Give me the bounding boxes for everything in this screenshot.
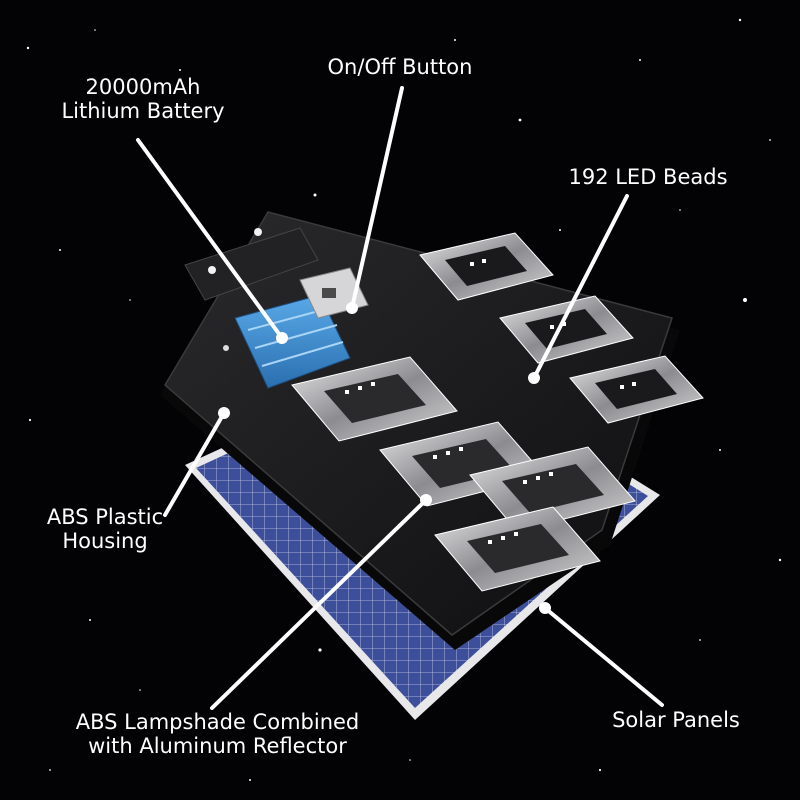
solar-label: Solar Panels: [612, 708, 740, 732]
button-label: On/Off Button: [327, 55, 473, 79]
leader-endpoints: [218, 302, 551, 614]
leader-lines: [136, 86, 664, 710]
leader-housing: [163, 411, 226, 517]
leader-lampshade: [210, 498, 428, 710]
lampshade-label-line1: ABS Lampshade Combined: [75, 710, 360, 734]
lampshade-label-line2: with Aluminum Reflector: [88, 734, 347, 758]
led-reflector-grid: [291, 232, 704, 592]
battery-label-line2: Lithium Battery: [61, 99, 225, 123]
housing-callout: ABS Plastic Housing: [20, 505, 190, 553]
leader-button: [350, 86, 404, 310]
battery-callout: 20000mAh Lithium Battery: [48, 75, 238, 123]
led-label: 192 LED Beads: [568, 165, 728, 189]
leader-led: [532, 194, 629, 380]
led-callout: 192 LED Beads: [548, 165, 748, 189]
housing-label-line1: ABS Plastic: [46, 505, 164, 529]
leader-battery: [136, 138, 284, 340]
solar-callout: Solar Panels: [596, 708, 756, 732]
battery-label-line1: 20000mAh: [85, 75, 201, 99]
battery-pack: [234, 294, 351, 389]
leader-solar: [543, 606, 664, 707]
housing-label-line2: Housing: [62, 529, 148, 553]
lampshade-callout: ABS Lampshade Combined with Aluminum Ref…: [55, 710, 380, 758]
button-callout: On/Off Button: [300, 55, 500, 79]
star-field: [26, 18, 782, 781]
